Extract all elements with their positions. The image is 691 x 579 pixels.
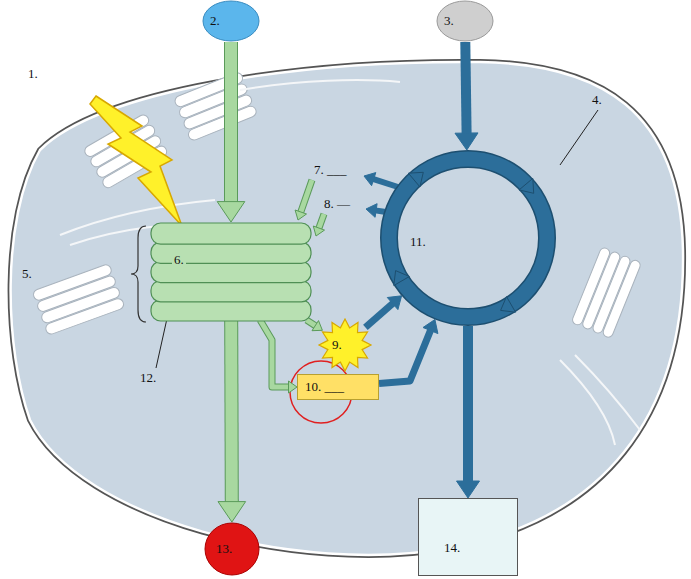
connector-arrow xyxy=(307,320,323,331)
cycle-output-arrow xyxy=(364,173,398,187)
connector-arrow xyxy=(365,296,401,328)
output-molecule: 13. xyxy=(204,522,260,576)
callout-number: 7. ___ xyxy=(314,162,347,177)
connector-arrow xyxy=(260,320,297,393)
grana-stacks xyxy=(32,71,642,339)
thylakoid-stack: 6. xyxy=(150,222,312,320)
connector-arrow xyxy=(218,320,246,522)
connector-arrow xyxy=(455,42,478,150)
callout-number: 4. xyxy=(592,92,602,107)
product-box: 10. ___ xyxy=(297,374,379,400)
callout-number: 9. xyxy=(332,337,342,352)
output-box-outline xyxy=(418,498,518,576)
thylakoid-stack-outline xyxy=(150,222,312,320)
input-molecule: 3. xyxy=(436,0,494,42)
input-molecule: 2. xyxy=(202,0,260,42)
output-box: 14. xyxy=(418,498,518,576)
callout-number: 5. xyxy=(22,266,32,281)
stroma-lamellae xyxy=(60,80,640,445)
callout-number: 2. xyxy=(210,13,220,28)
callout-number: 11. xyxy=(410,234,426,249)
callout-number: 3. xyxy=(444,13,454,28)
connector-arrow xyxy=(457,326,480,498)
light-bolt xyxy=(90,96,182,226)
callout-number: 12. xyxy=(140,370,156,385)
callout-number: 10. ___ xyxy=(305,379,344,394)
leader-line xyxy=(156,314,168,368)
grana-bracket xyxy=(131,226,146,322)
cycle-ring: 11. xyxy=(380,150,556,326)
return-arrow xyxy=(313,214,324,236)
callout-number: 1. xyxy=(28,66,38,81)
callout-number: 6. xyxy=(172,252,186,267)
callout-number: 13. xyxy=(216,541,232,556)
chloroplast-envelope-inner xyxy=(11,62,683,555)
chloroplast-envelope xyxy=(11,62,683,555)
return-arrow xyxy=(295,180,312,220)
callout-number: 14. xyxy=(444,540,460,555)
cycle-ring-outline xyxy=(380,150,556,326)
energy-star: 9. xyxy=(318,318,372,372)
callout-number: 8. — xyxy=(324,196,350,211)
connector-arrow xyxy=(379,320,438,384)
energy-star-outline xyxy=(318,318,372,372)
connector-arrow xyxy=(217,42,245,222)
leader-line xyxy=(560,110,598,165)
